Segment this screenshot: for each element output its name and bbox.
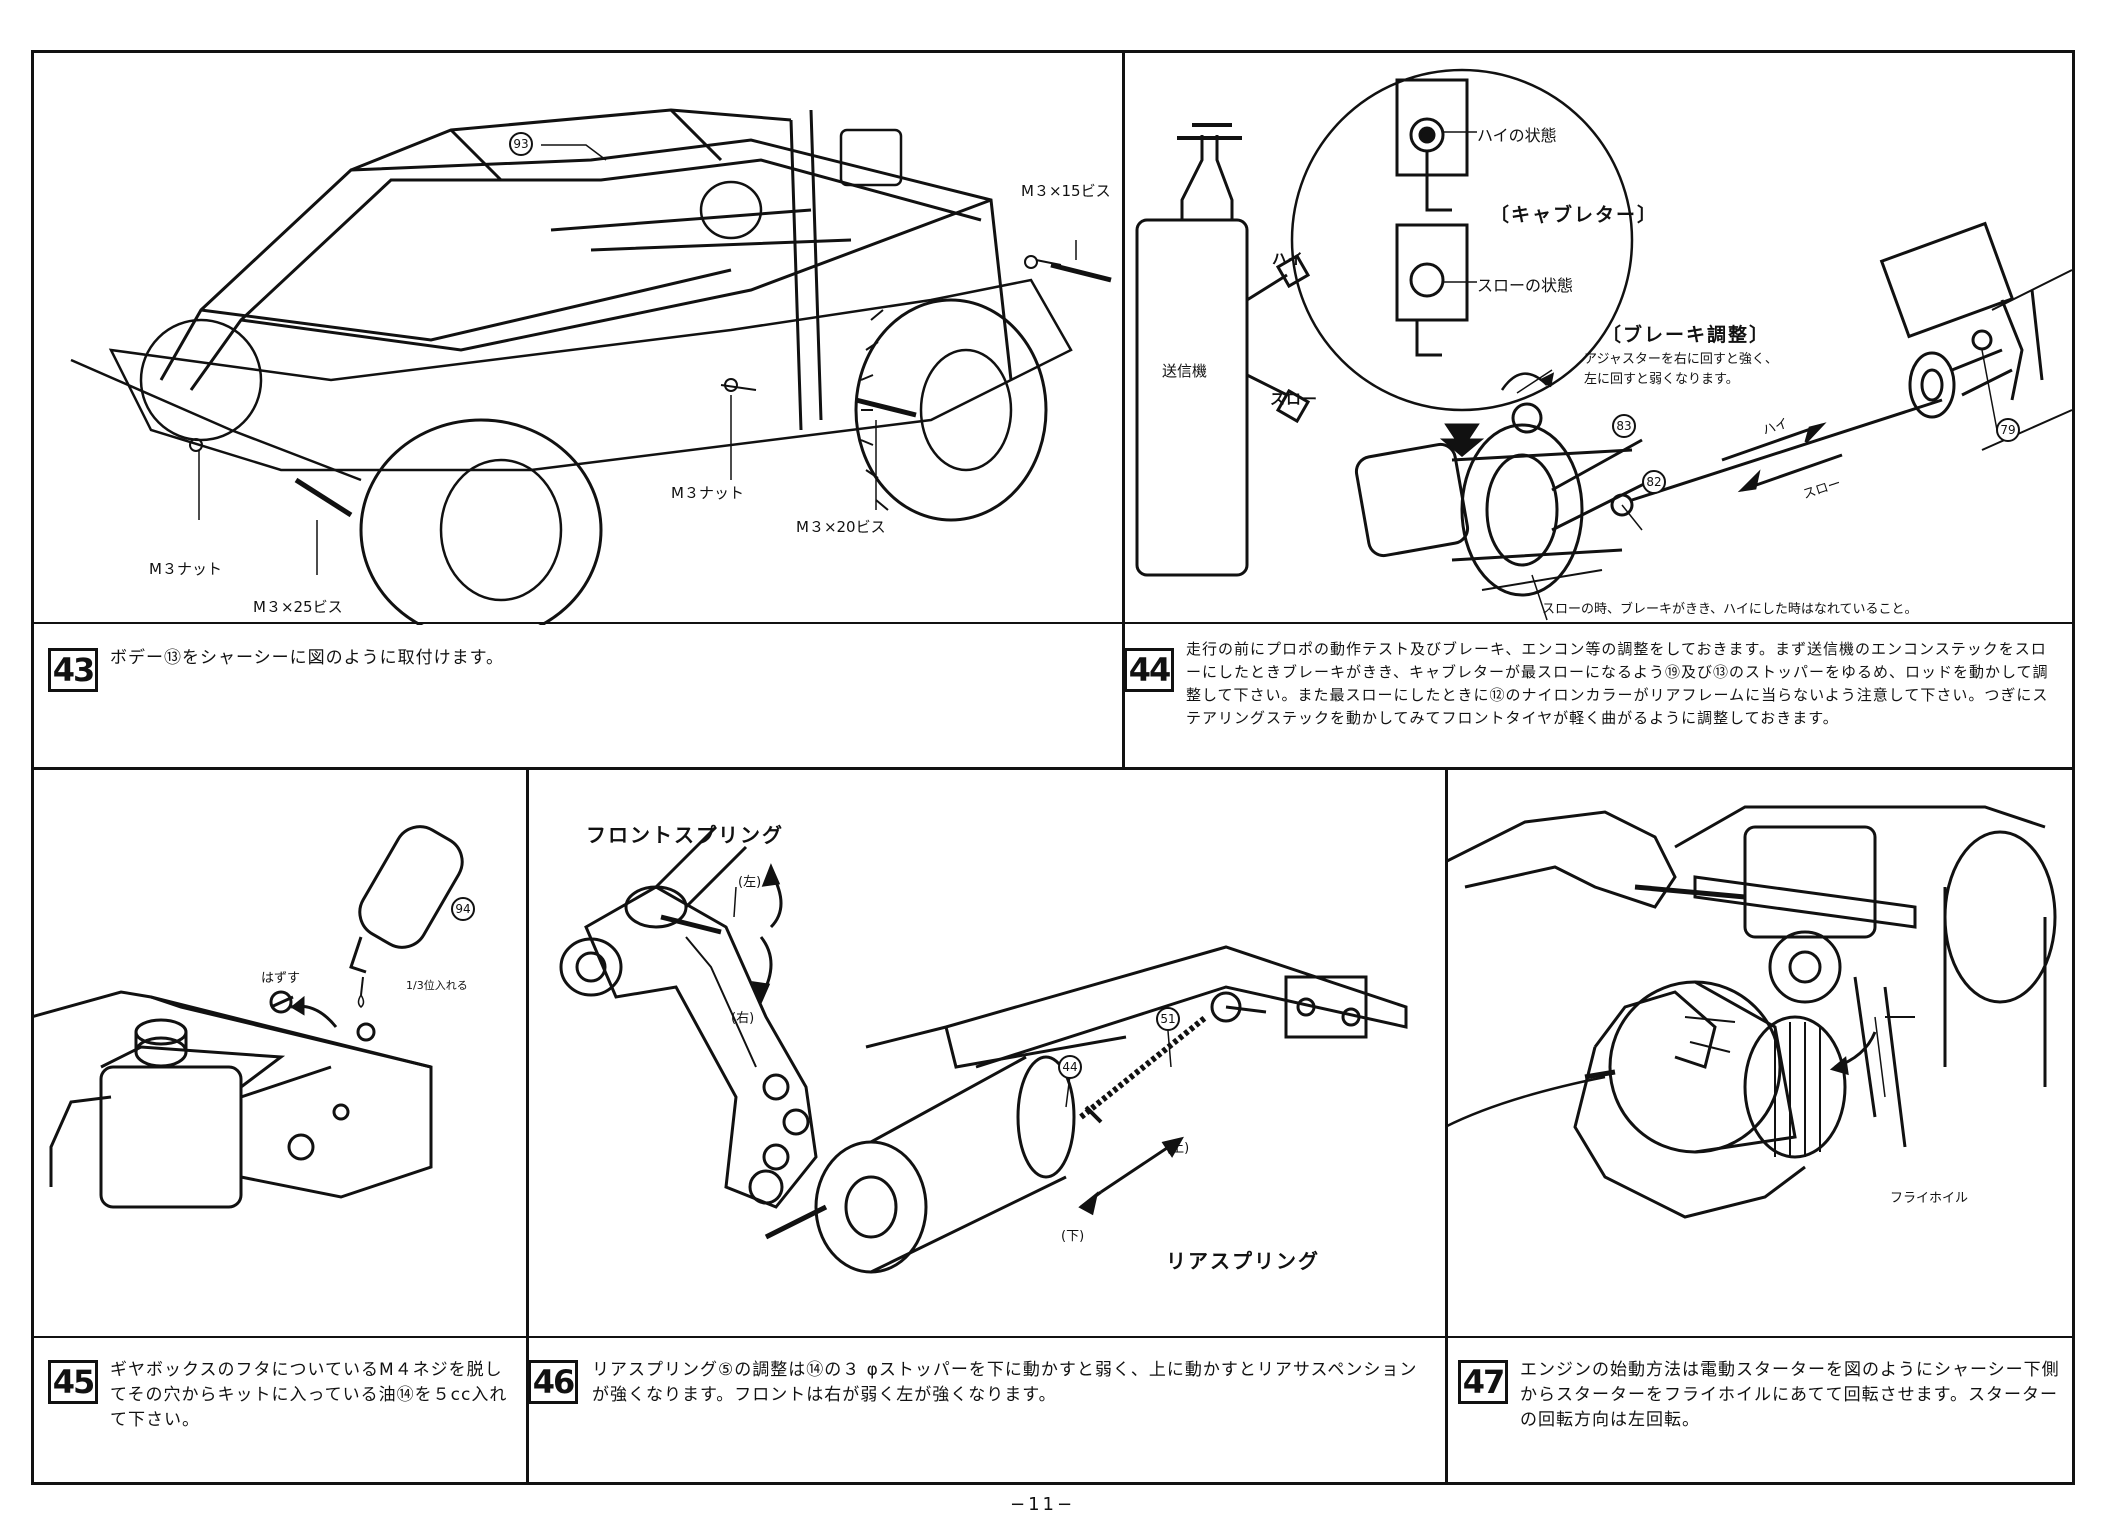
m3-25-screw-label: M３×25ビス: [253, 598, 343, 616]
part-82-label: 82: [1642, 470, 1666, 494]
part-51-label: 51: [1156, 1007, 1180, 1031]
slow-state-label: スローの状態: [1477, 276, 1574, 295]
step-46-panel: フロントスプリング リアスプリング (左) (右) (上) (下) 51 44: [526, 767, 1445, 1337]
step-46-number: 46: [528, 1360, 578, 1404]
m3-nut-label-a: M３ナット: [671, 484, 744, 502]
caption-line-bottom: [31, 1336, 2075, 1338]
divider-row: [31, 767, 2075, 770]
oil-amount-label: 1/3位入れる: [406, 979, 468, 992]
buggy-body-illustration: [70, 108, 1112, 625]
engine-start-illustration: [1445, 805, 2057, 1219]
hi-state-label: ハイの状態: [1477, 126, 1557, 145]
step-44-panel: 送信機 ハイ スロー ハイの状態 〔キャブレター〕 スローの状態 〔ブレーキ調整…: [1122, 50, 2075, 625]
m3-20-screw-label: M３×20ビス: [796, 518, 886, 536]
front-spring-label: フロントスプリング: [586, 823, 784, 847]
part-83-label: 83: [1612, 414, 1636, 438]
remove-label: はずす: [261, 971, 301, 986]
gearbox-oil-illustration: [31, 825, 464, 1209]
step-45-text: ギヤボックスのフタについているM４ネジを脱してその穴からキットに入っている油⑭を…: [110, 1360, 508, 1430]
step-47-number: 47: [1458, 1360, 1508, 1404]
part-93-label: 93: [509, 132, 533, 156]
brake-adjust-label: 〔ブレーキ調整〕: [1602, 324, 1771, 346]
step-43-text: ボデー⑬をシャーシーに図のように取付けます。: [110, 648, 504, 668]
step-45-number: 45: [48, 1360, 98, 1404]
step-47-panel: フライホイル: [1445, 767, 2075, 1337]
step-43-panel: 93 M３×15ビス M３ナット M３×20ビス M３ナット M３×25ビス: [31, 50, 1122, 767]
carburetor-label: 〔キャブレター〕: [1490, 204, 1659, 226]
brake-note-1: アジャスターを右に回すと強く、: [1584, 352, 1778, 367]
part-44-label: 44: [1058, 1055, 1082, 1079]
part-94-label: 94: [451, 897, 475, 921]
step-44-text: 走行の前にプロポの動作テスト及びブレーキ、エンコン等の調整をしておきます。まず送…: [1186, 640, 2049, 727]
transmitter-label: 送信機: [1162, 362, 1208, 380]
divider-bottom-1: [526, 767, 529, 1485]
up-label: (上): [1166, 1141, 1190, 1156]
divider-top-center: [1122, 50, 1125, 767]
down-label: (下): [1061, 1229, 1085, 1244]
slow-stick-label: スロー: [1270, 390, 1319, 408]
left-label: (左): [738, 875, 762, 890]
spring-adjust-illustration: [559, 825, 1408, 1274]
flywheel-label: フライホイル: [1890, 1191, 1969, 1206]
m3-nut-label-b: M３ナット: [149, 560, 222, 578]
right-label: (右): [731, 1011, 755, 1026]
page-number: −11−: [1010, 1494, 1076, 1515]
step-45-panel: はずす 1/3位入れる 94: [31, 767, 526, 1337]
rear-spring-label: リアスプリング: [1166, 1249, 1320, 1273]
step-46-text: リアスプリング⑤の調整は⑭の３ φストッパーを下に動かすと弱く、上に動かすとリア…: [592, 1360, 1418, 1405]
part-79-label: 79: [1996, 418, 2020, 442]
brake-note-2: 左に回すと弱くなります。: [1584, 372, 1739, 387]
m3-15-screw-label: M３×15ビス: [1021, 182, 1111, 200]
hi-stick-label: ハイ: [1272, 250, 1304, 268]
step-47-text: エンジンの始動方法は電動スターターを図のようにシャーシー下側からスターターをフラ…: [1520, 1360, 2060, 1430]
bottom-note: スローの時、ブレーキがきき、ハイにした時はなれていること。: [1542, 602, 1918, 617]
caption-line-top: [31, 622, 2075, 624]
brake-carb-illustration: [1135, 68, 2073, 621]
step-43-number: 43: [48, 648, 98, 692]
step-44-number: 44: [1124, 648, 1174, 692]
